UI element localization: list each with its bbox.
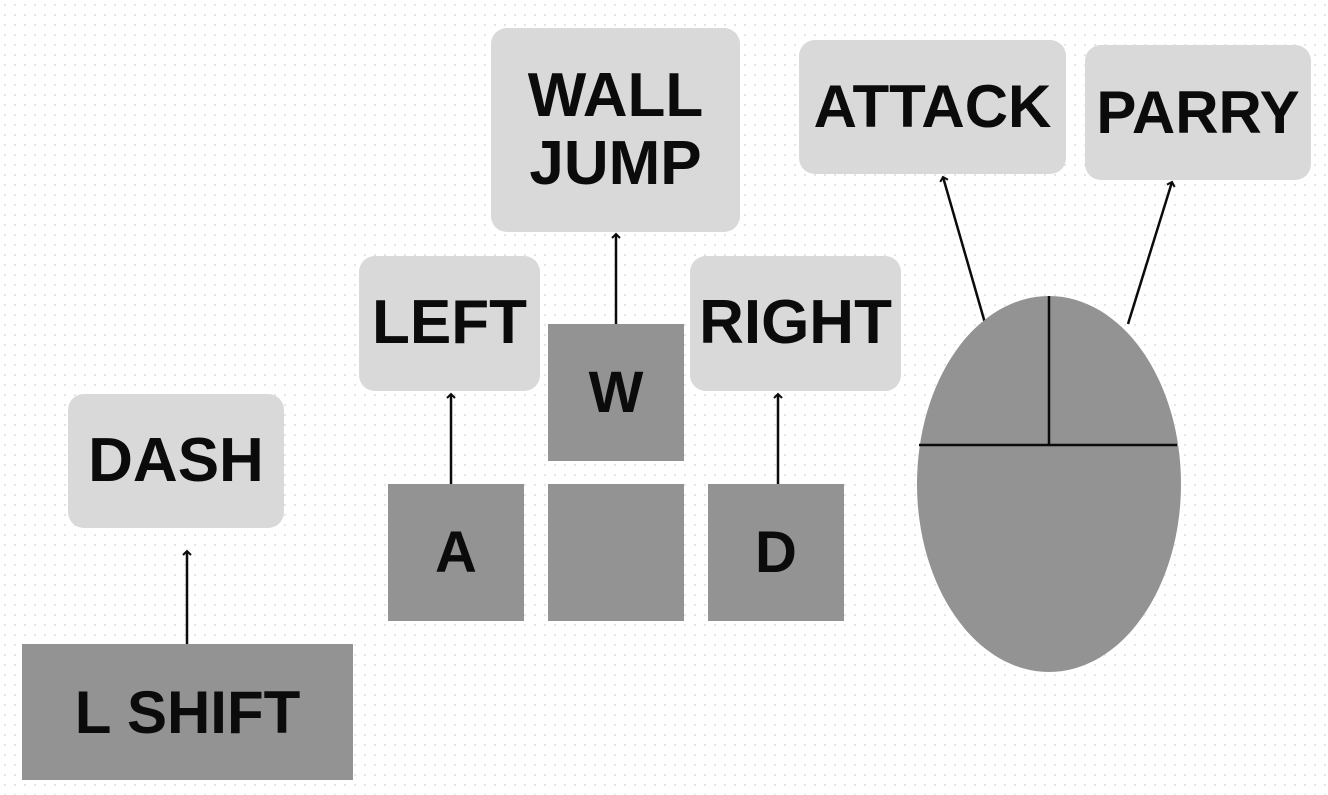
attack-label: ATTACK [799,40,1066,174]
left-text: LEFT [372,288,527,358]
shift-key: L SHIFT [22,644,353,780]
dash-text: DASH [88,425,264,495]
w-key-text: W [588,360,644,425]
right-label: RIGHT [690,256,901,391]
a-key: A [388,484,524,621]
shift-key-text: L SHIFT [74,678,301,746]
left-click-to-attack-arrow [939,175,987,324]
a-key-text: A [435,520,477,585]
wall-jump-text: WALL JUMP [527,60,704,198]
mouse-icon [917,296,1181,672]
dash-label: DASH [68,394,284,528]
right-text: RIGHT [699,288,892,358]
parry-label: PARRY [1085,45,1311,180]
right-click-to-parry-arrow [1126,180,1176,325]
parry-text: PARRY [1096,78,1300,146]
mouse-body [917,296,1181,672]
d-key: D [708,484,844,621]
d-key-text: D [755,520,797,585]
w-key: W [548,324,684,461]
s-key [548,484,684,621]
left-label: LEFT [359,256,540,391]
attack-text: ATTACK [813,73,1052,140]
wall-jump-label: WALL JUMP [491,28,740,232]
